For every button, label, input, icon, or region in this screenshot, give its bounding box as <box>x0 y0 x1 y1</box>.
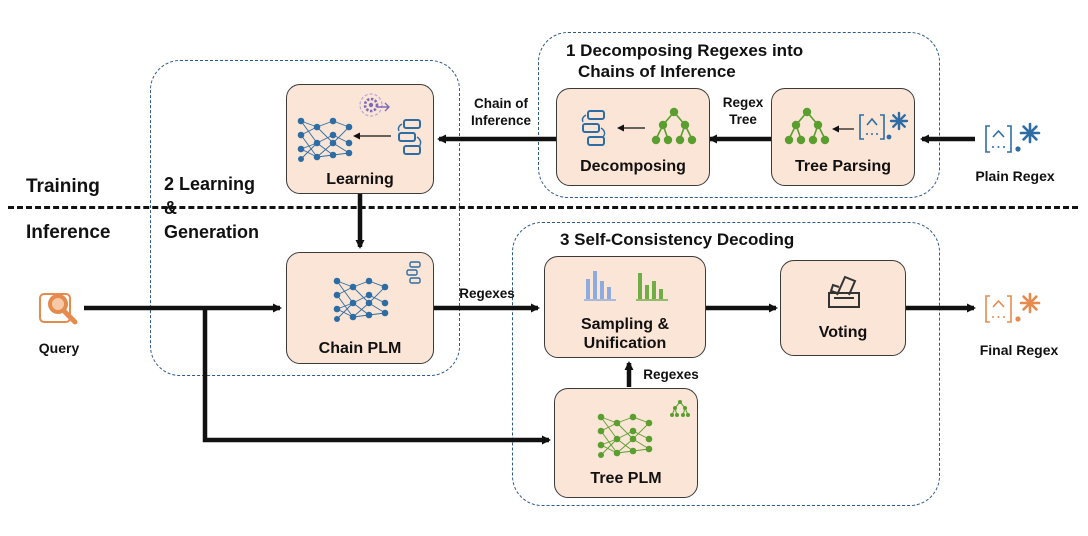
training-label: Training <box>26 176 100 197</box>
region-decoding-title: 3 Self-Consistency Decoding <box>560 230 795 249</box>
voting-label: Voting <box>818 324 868 341</box>
arrow-icon <box>353 132 391 140</box>
chain-plm-box: Chain PLM <box>286 252 434 364</box>
chain-icon <box>406 261 421 284</box>
tree-icon <box>670 400 690 417</box>
tree-parsing-label: Tree Parsing <box>794 158 892 175</box>
sampling-box: Sampling & Unification <box>544 256 706 358</box>
chain-icon <box>581 110 606 146</box>
regex-icon <box>859 111 909 140</box>
arrow-icon <box>832 125 854 133</box>
voting-box: Voting <box>780 260 906 356</box>
decomposing-label: Decomposing <box>580 158 686 175</box>
region-self-consistency <box>512 222 940 506</box>
tree-icon <box>784 107 830 145</box>
tree-plm-label: Tree PLM <box>590 470 662 487</box>
region-learning-title: 2 Learning & Generation <box>164 174 260 242</box>
region-decomposing <box>538 32 940 198</box>
edge-query-to-tree <box>202 308 551 445</box>
region-learning-generation <box>150 60 460 376</box>
phase-divider <box>8 206 1078 209</box>
gear-icon <box>359 93 390 117</box>
regex-icon <box>985 122 1041 153</box>
chain-icon <box>397 119 422 155</box>
tree-plm-box: Tree PLM <box>554 388 698 498</box>
bar-chart-icon <box>636 273 668 301</box>
edge-label-chain-of-inference: Chain of Inference <box>470 96 532 128</box>
neural-network-icon <box>597 413 653 458</box>
edge-label-regex-tree: Regex Tree <box>722 95 764 127</box>
learning-box: Learning <box>286 84 434 194</box>
tree-parsing-box: Tree Parsing <box>771 88 915 186</box>
arrow-icon <box>617 124 645 132</box>
sampling-label: Sampling & Unification <box>580 316 669 352</box>
tree-icon <box>651 107 697 145</box>
final-regex-label: Final Regex <box>979 342 1059 358</box>
bar-chart-icon <box>584 271 616 301</box>
region-decomposing-title: 1 Decomposing Regexes into Chains of Inf… <box>566 41 804 81</box>
inference-label: Inference <box>26 222 111 243</box>
regex-icon <box>985 292 1041 323</box>
learning-label: Learning <box>326 171 394 188</box>
neural-network-icon <box>333 277 389 322</box>
chain-plm-label: Chain PLM <box>318 340 402 357</box>
ballot-icon <box>828 275 860 308</box>
decomposing-box: Decomposing <box>556 88 710 186</box>
neural-network-icon <box>297 117 353 162</box>
edge-label-regexes-tree: Regexes <box>643 367 699 382</box>
plain-regex-label: Plain Regex <box>975 168 1055 184</box>
magnify-icon <box>39 293 78 325</box>
query-label: Query <box>38 340 80 356</box>
edge-label-regexes-chain: Regexes <box>459 286 515 301</box>
